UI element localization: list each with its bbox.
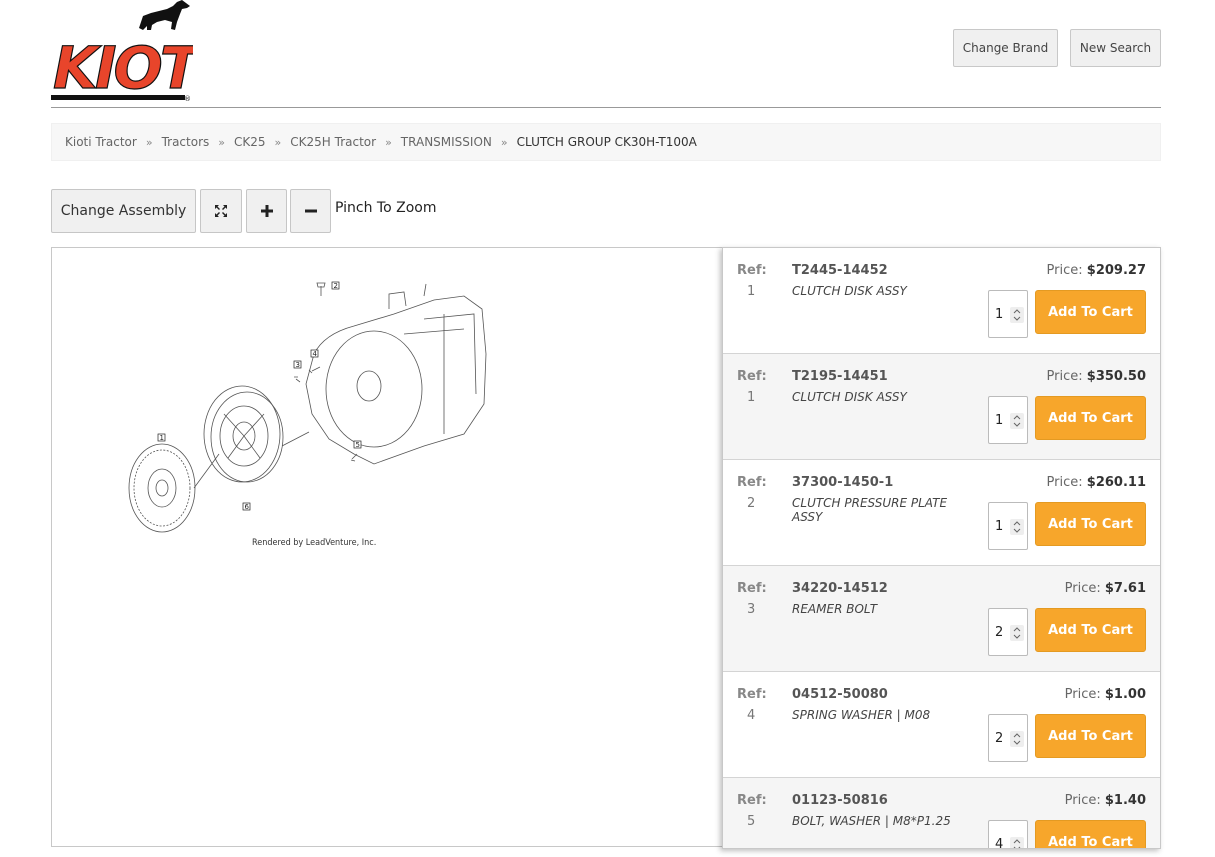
ref-number: 3 (747, 602, 756, 617)
part-price: Price: $7.61 (1064, 581, 1146, 596)
spinner-icon[interactable] (1010, 625, 1024, 641)
part-number: 04512-50080 (792, 687, 888, 702)
spinner-icon[interactable] (1010, 731, 1024, 747)
add-to-cart-button[interactable]: Add To Cart (1035, 820, 1146, 848)
fullscreen-button[interactable] (200, 189, 242, 233)
transmission-housing-part (305, 295, 487, 465)
breadcrumb-item[interactable]: Tractors (161, 135, 210, 149)
spinner-icon[interactable] (1010, 837, 1024, 848)
breadcrumb-current: CLUTCH GROUP CK30H-T100A (516, 135, 697, 149)
part-price: Price: $1.00 (1064, 687, 1146, 702)
ref-number: 5 (747, 814, 756, 829)
change-assembly-button[interactable]: Change Assembly (51, 189, 196, 233)
svg-text:KIOTI: KIOTI (53, 34, 193, 102)
rendered-by-label: Rendered by LeadVenture, Inc. (252, 538, 377, 548)
part-description: SPRING WASHER | M08 (792, 708, 931, 722)
add-to-cart-button[interactable]: Add To Cart (1035, 714, 1146, 758)
breadcrumb-item[interactable]: Kioti Tractor (65, 135, 137, 149)
part-row: Ref: 1 T2195-14451 CLUTCH DISK ASSY Pric… (723, 354, 1160, 460)
callout-label: 4 (313, 350, 318, 358)
callout-label: 6 (245, 503, 250, 511)
pinch-to-zoom-label: Pinch To Zoom (335, 200, 437, 216)
new-search-button[interactable]: New Search (1070, 29, 1161, 67)
clutch-disc-part (128, 443, 196, 533)
part-price: Price: $209.27 (1046, 263, 1146, 278)
zoom-in-button[interactable] (246, 189, 287, 233)
part-description: BOLT, WASHER | M8*P1.25 (792, 814, 951, 828)
ref-number: 4 (747, 708, 756, 723)
chevron-right-icon: » (385, 135, 392, 149)
quantity-input[interactable]: 4 (988, 820, 1028, 848)
spinner-icon[interactable] (1010, 519, 1024, 535)
ref-label: Ref: (737, 793, 767, 808)
chevron-right-icon: » (500, 135, 508, 149)
ref-label: Ref: (737, 687, 767, 702)
add-to-cart-button[interactable]: Add To Cart (1035, 396, 1146, 440)
part-price: Price: $1.40 (1064, 793, 1146, 808)
callout-label: 5 (356, 441, 360, 449)
part-row: Ref: 4 04512-50080 SPRING WASHER | M08 P… (723, 672, 1160, 778)
chevron-right-icon: » (145, 135, 153, 149)
ref-label: Ref: (737, 475, 767, 490)
svg-text:®: ® (184, 95, 191, 102)
exploded-parts-diagram: 2 1 3 4 5 6 (128, 281, 487, 533)
ref-label: Ref: (737, 581, 767, 596)
callout-label: 1 (160, 434, 164, 442)
zoom-out-button[interactable] (290, 189, 331, 233)
parts-list-panel[interactable]: Ref: 1 T2445-14452 CLUTCH DISK ASSY Pric… (722, 247, 1161, 849)
quantity-input[interactable]: 1 (988, 290, 1028, 338)
header-divider (51, 107, 1161, 108)
part-number: 01123-50816 (792, 793, 888, 808)
quantity-input[interactable]: 1 (988, 396, 1028, 444)
ref-number: 1 (747, 284, 756, 299)
breadcrumb: Kioti Tractor » Tractors » CK25 » CK25H … (51, 123, 1161, 161)
part-row: Ref: 2 37300-1450-1 CLUTCH PRESSURE PLAT… (723, 460, 1160, 566)
kioti-logo[interactable]: KIOTI ® (51, 0, 221, 103)
dog-icon (139, 0, 190, 30)
chevron-right-icon: » (274, 135, 282, 149)
quantity-input[interactable]: 2 (988, 714, 1028, 762)
chevron-right-icon: » (218, 135, 225, 149)
callout-label: 2 (334, 282, 338, 290)
plus-icon (260, 205, 273, 217)
breadcrumb-item[interactable]: CK25H Tractor (290, 135, 377, 149)
add-to-cart-button[interactable]: Add To Cart (1035, 502, 1146, 546)
spinner-icon[interactable] (1010, 307, 1024, 323)
ref-label: Ref: (737, 369, 767, 384)
part-row: Ref: 1 T2445-14452 CLUTCH DISK ASSY Pric… (723, 248, 1160, 354)
add-to-cart-button[interactable]: Add To Cart (1035, 608, 1146, 652)
expand-icon (215, 205, 227, 217)
part-description: CLUTCH DISK ASSY (792, 284, 907, 298)
part-number: 37300-1450-1 (792, 475, 894, 490)
spinner-icon[interactable] (1010, 413, 1024, 429)
part-description: CLUTCH PRESSURE PLATE ASSY (792, 496, 948, 524)
part-row: Ref: 3 34220-14512 REAMER BOLT Price: $7… (723, 566, 1160, 672)
breadcrumb-item[interactable]: TRANSMISSION (400, 135, 492, 149)
part-number: T2195-14451 (792, 369, 888, 384)
ref-label: Ref: (737, 263, 767, 278)
part-price: Price: $350.50 (1046, 369, 1146, 384)
part-row: Ref: 5 01123-50816 BOLT, WASHER | M8*P1.… (723, 778, 1160, 848)
part-price: Price: $260.11 (1046, 475, 1146, 490)
part-description: CLUTCH DISK ASSY (792, 390, 907, 404)
quantity-input[interactable]: 2 (988, 608, 1028, 656)
quantity-input[interactable]: 1 (988, 502, 1028, 550)
callout-label: 3 (296, 361, 300, 369)
breadcrumb-item[interactable]: CK25 (234, 135, 266, 149)
part-number: T2445-14452 (792, 263, 888, 278)
ref-number: 2 (747, 496, 756, 511)
add-to-cart-button[interactable]: Add To Cart (1035, 290, 1146, 334)
part-number: 34220-14512 (792, 581, 888, 596)
minus-icon (304, 209, 317, 213)
part-description: REAMER BOLT (792, 602, 878, 616)
ref-number: 1 (747, 390, 756, 405)
change-brand-button[interactable]: Change Brand (953, 29, 1058, 67)
